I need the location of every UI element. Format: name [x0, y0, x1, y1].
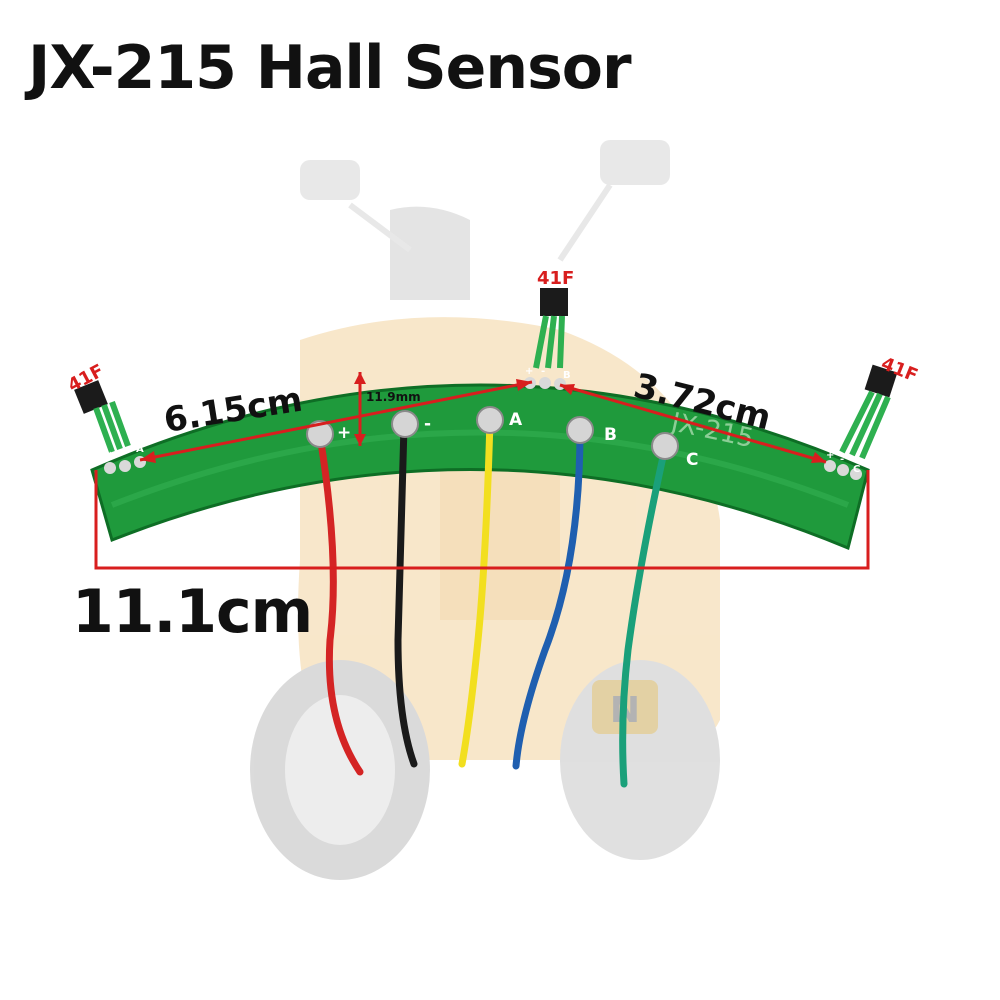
sensor-marking-center: 41F [537, 268, 574, 289]
pad-label-minus: - [424, 414, 431, 434]
wire-a [458, 416, 494, 768]
center-pin-minus: - [541, 366, 545, 377]
wire-plus [316, 432, 364, 776]
solder-pad-a [476, 406, 504, 434]
right-pin-c: C [853, 464, 860, 475]
page-title: JX-215 Hall Sensor [28, 33, 632, 103]
left-pin-plus: + [106, 450, 114, 461]
pad-label-plus: + [337, 423, 351, 443]
hall-sensor-right [824, 364, 898, 480]
left-pin-a: A [136, 444, 144, 455]
pad-label-c: C [686, 450, 698, 470]
left-pin-minus: - [122, 447, 126, 458]
wire-minus [394, 422, 418, 768]
hall-sensor-center [524, 288, 568, 390]
right-pin-minus: - [840, 454, 844, 465]
solder-pad-b [566, 416, 594, 444]
right-pin-plus: + [826, 450, 834, 461]
left-to-center-dimension-line [139, 380, 533, 462]
total-width-label: 11.1cm [72, 577, 313, 647]
solder-pad-minus [391, 410, 419, 438]
arc-height-dimension-label: 11.9mm [366, 390, 421, 404]
pad-label-a: A [509, 410, 523, 430]
center-to-right-dimension-line [559, 383, 827, 464]
wire-c [619, 444, 669, 788]
pcb-board [90, 383, 870, 551]
center-pin-plus: + [525, 366, 533, 377]
pcb-trace [110, 429, 850, 508]
center-pin-b: B [563, 370, 571, 381]
pad-label-b: B [604, 425, 617, 445]
wire-b [512, 426, 584, 770]
solder-pad-c [651, 432, 679, 460]
total-width-bracket [94, 470, 870, 570]
solder-pad-plus [306, 420, 334, 448]
